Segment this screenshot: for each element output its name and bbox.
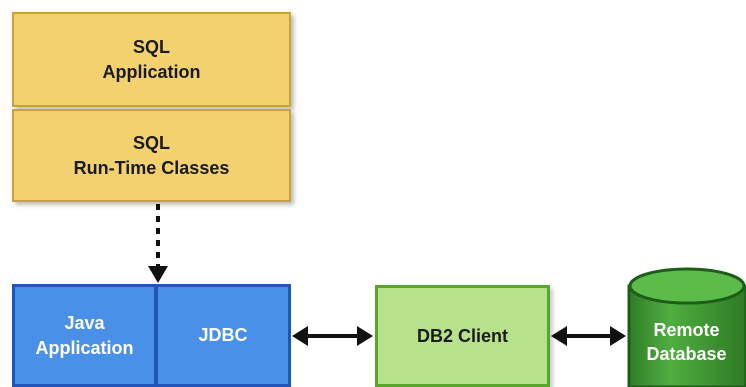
db2-client-label: DB2 Client: [416, 325, 508, 346]
sql-runtime-line1: SQL: [132, 132, 170, 153]
dotted-arrow-head: [148, 266, 168, 283]
db2-client-box: DB2 Client: [375, 285, 550, 387]
sql-application-line1: SQL: [132, 36, 170, 57]
remote-database-line2: Database: [646, 344, 727, 364]
jdbc-label: JDBC: [198, 325, 248, 345]
arrow-head-right-1: [357, 326, 373, 346]
arrow-head-left-2: [551, 326, 567, 346]
arrow-head-left-1: [292, 326, 308, 346]
java-application-line1: Java: [64, 312, 105, 333]
java-application-line2: Application: [35, 337, 134, 358]
jdbc-box: JDBC: [155, 284, 291, 387]
remote-database-label: Remote Database: [627, 318, 746, 366]
arrow-head-right-2: [610, 326, 626, 346]
sql-runtime-box: SQL Run-Time Classes: [12, 109, 291, 202]
database-cylinder-icon: [627, 267, 746, 387]
java-application-box: Java Application: [12, 284, 157, 387]
remote-database-line1: Remote: [653, 320, 720, 340]
sql-application-line2: Application: [102, 61, 201, 82]
sql-application-box: SQL Application: [12, 12, 291, 107]
sql-runtime-line2: Run-Time Classes: [73, 157, 230, 178]
